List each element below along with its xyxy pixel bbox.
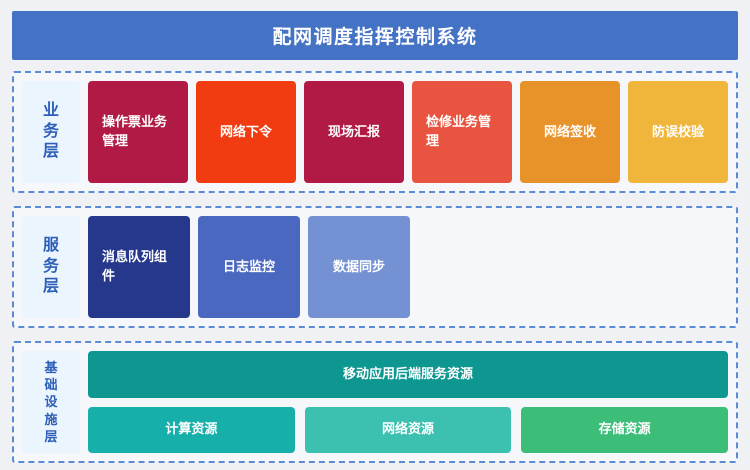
card-group-business: 操作票业务管理 网络下令 现场汇报 检修业务管理 网络签收 防误校验 <box>88 81 728 183</box>
layer-stack: 业务层 操作票业务管理 网络下令 现场汇报 检修业务管理 网络签收 <box>12 71 738 463</box>
infra-row-resources: 计算资源 网络资源 存储资源 <box>88 406 729 453</box>
card-error-prevention-check[interactable]: 防误校验 <box>628 81 728 183</box>
card-network-resources[interactable]: 网络资源 <box>304 406 512 453</box>
card-operation-ticket-management[interactable]: 操作票业务管理 <box>88 81 188 183</box>
layer-label-business: 业务层 <box>22 81 80 183</box>
card-label: 操作票业务管理 <box>102 114 168 148</box>
card-label: 数据同步 <box>332 258 385 274</box>
layer-label-infrastructure-text: 基础设施层 <box>44 360 58 444</box>
card-data-synchronization[interactable]: 数据同步 <box>308 216 410 318</box>
card-onsite-report[interactable]: 现场汇报 <box>304 81 404 183</box>
card-compute-resources[interactable]: 计算资源 <box>88 406 295 453</box>
card-storage-resources[interactable]: 存储资源 <box>521 406 729 453</box>
card-log-monitoring[interactable]: 日志监控 <box>198 216 300 318</box>
card-maintenance-business-management[interactable]: 检修业务管理 <box>412 81 512 183</box>
card-label: 检修业务管理 <box>426 114 492 148</box>
card-label: 消息队列组件 <box>102 249 168 283</box>
card-group-infrastructure: 移动应用后端服务资源 计算资源 网络资源 存储资源 <box>88 351 729 453</box>
card-network-signoff[interactable]: 网络签收 <box>520 81 620 183</box>
card-label: 移动应用后端服务资源 <box>342 365 473 381</box>
card-label: 网络下令 <box>219 123 272 139</box>
layer-panel-business: 业务层 操作票业务管理 网络下令 现场汇报 检修业务管理 网络签收 <box>12 71 738 193</box>
card-group-service: 消息队列组件 日志监控 数据同步 <box>88 216 728 318</box>
layer-label-service: 服务层 <box>22 216 80 318</box>
app-title-bar: 配网调度指挥控制系统 <box>12 11 738 60</box>
layer-label-service-text: 服务层 <box>42 237 59 296</box>
card-label: 日志监控 <box>222 258 275 274</box>
card-mobile-app-backend-resources[interactable]: 移动应用后端服务资源 <box>88 351 728 398</box>
card-message-queue-component[interactable]: 消息队列组件 <box>88 216 190 318</box>
layer-label-business-text: 业务层 <box>42 102 59 161</box>
card-network-dispatch-order[interactable]: 网络下令 <box>196 81 296 183</box>
card-label: 现场汇报 <box>327 123 380 139</box>
layer-panel-infrastructure: 基础设施层 移动应用后端服务资源 计算资源 网络资源 存储资源 <box>12 341 738 463</box>
page-title: 配网调度指挥控制系统 <box>272 27 478 48</box>
infra-row-backend: 移动应用后端服务资源 <box>88 351 728 398</box>
layer-label-infrastructure: 基础设施层 <box>22 351 80 453</box>
card-label: 计算资源 <box>165 421 218 437</box>
card-label: 网络签收 <box>543 123 596 139</box>
card-label: 存储资源 <box>598 421 651 437</box>
card-label: 防误校验 <box>651 123 704 139</box>
card-label: 网络资源 <box>382 421 435 437</box>
layer-panel-service: 服务层 消息队列组件 日志监控 数据同步 <box>12 206 738 328</box>
